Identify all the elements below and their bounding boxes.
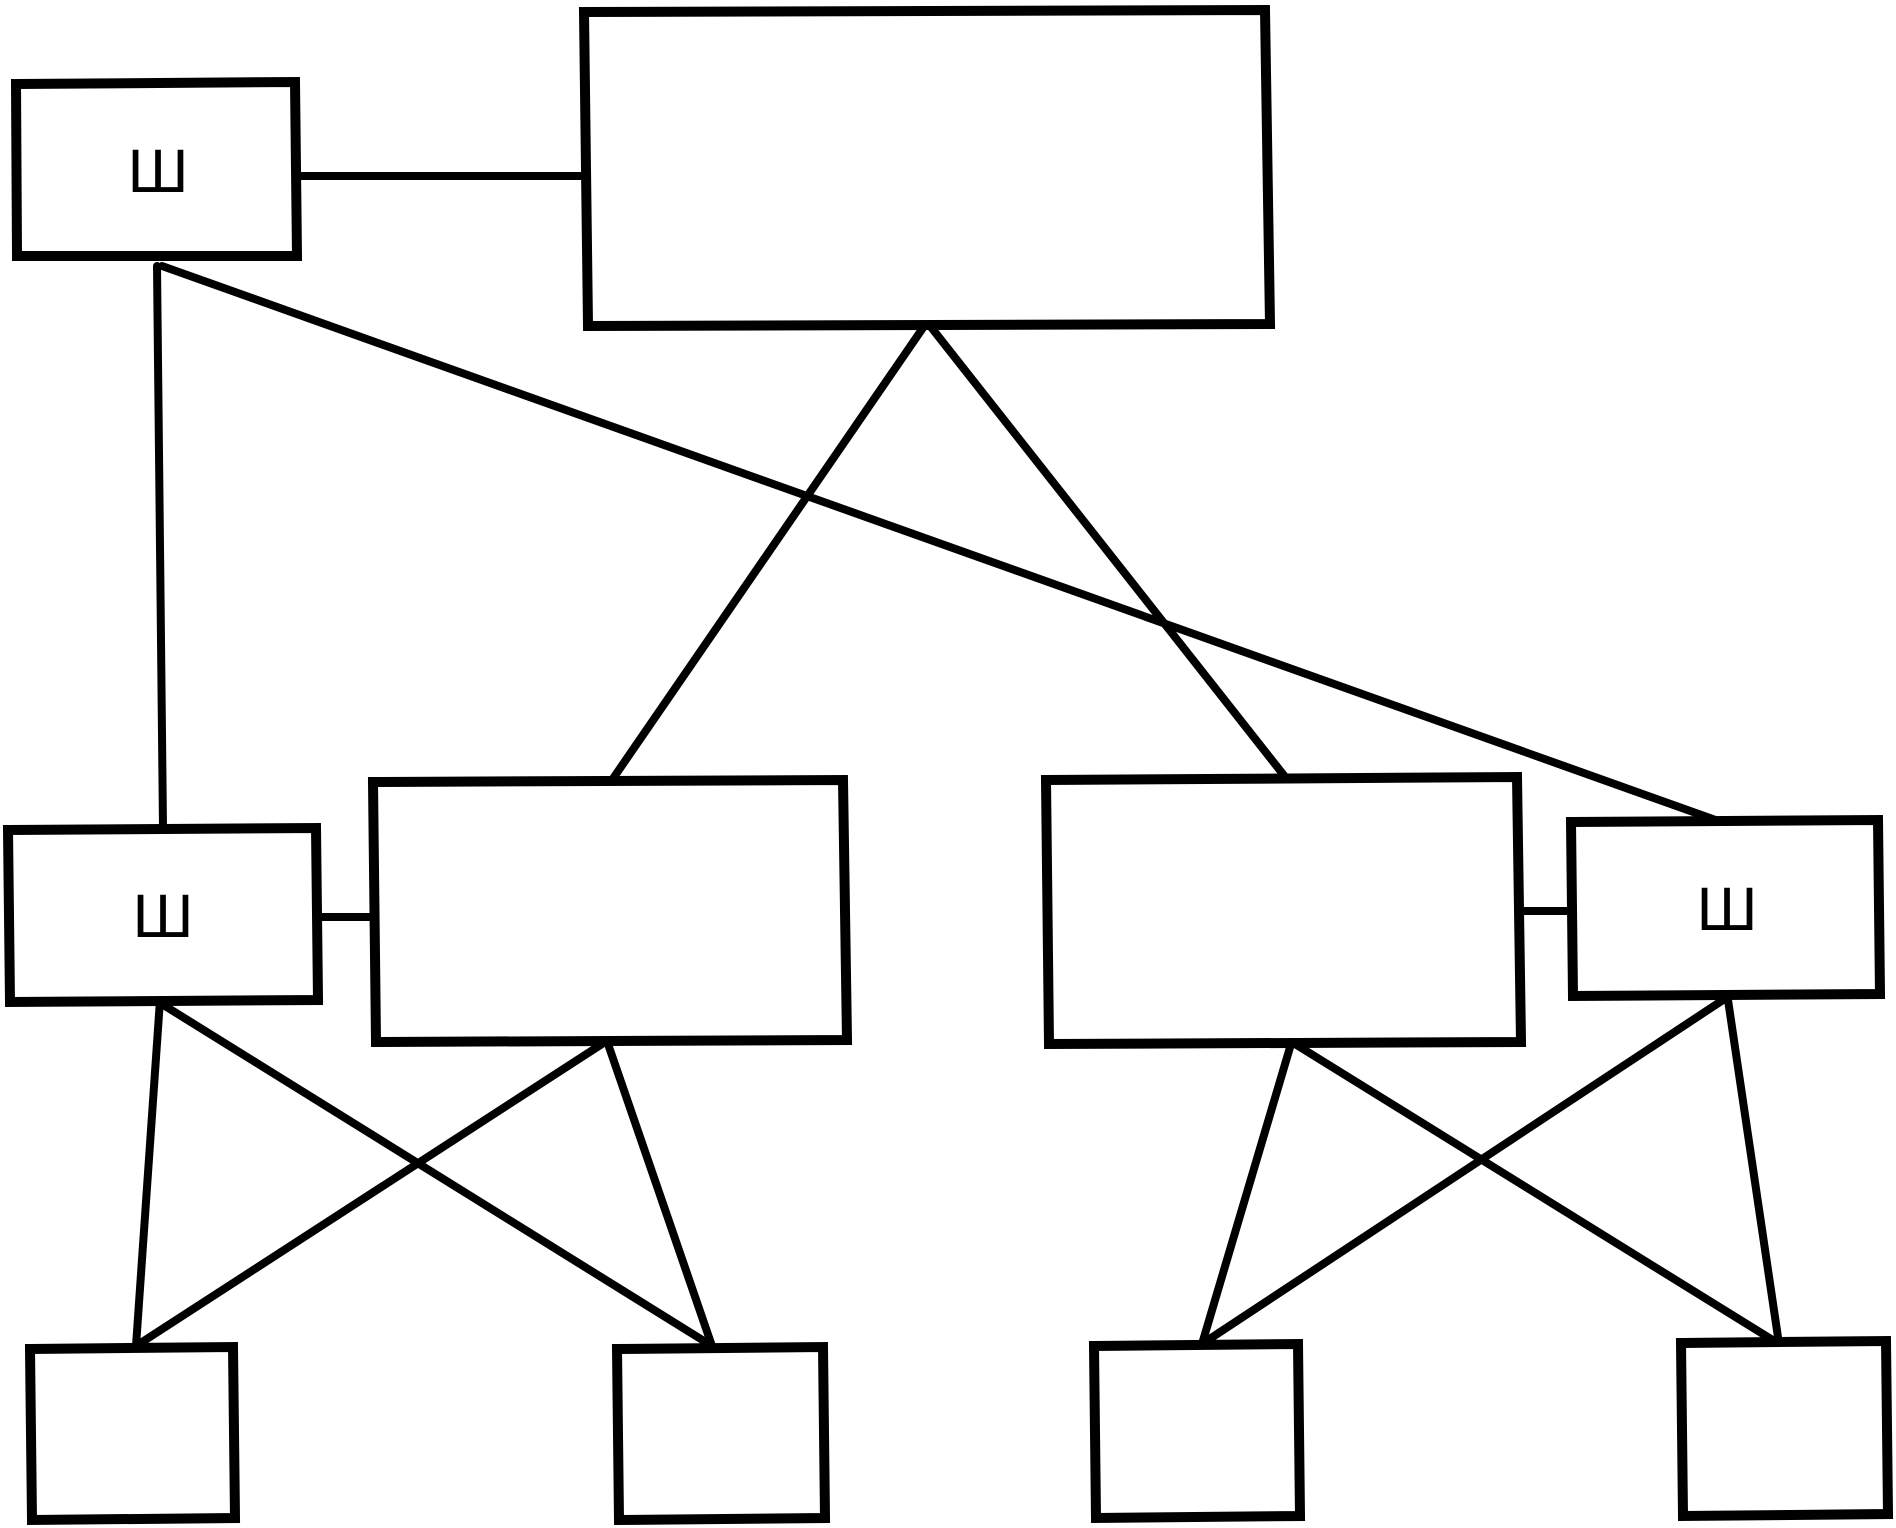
edge-midcenterright-leaf4 — [1291, 1040, 1783, 1348]
leaf-2-box — [611, 1341, 831, 1526]
nodes: Ш Ш Ш — [2, 4, 1894, 1526]
mid-right-box-label: Ш — [1696, 876, 1758, 944]
edge-topleft-midright — [158, 262, 1742, 832]
mid-left-box — [2, 822, 324, 1008]
mid-center-left-box — [367, 774, 853, 1048]
top-left-box — [10, 76, 303, 261]
edge-root-midcenterleft — [608, 318, 931, 784]
root-box — [578, 4, 1276, 332]
mid-right-box — [1565, 814, 1886, 1002]
edge-midcenterleft-leaf2 — [604, 1040, 716, 1350]
edge-topleft-midleft — [153, 262, 167, 832]
leaf-3-box — [1088, 1338, 1306, 1524]
edge-root-midcenterright — [923, 318, 1290, 782]
leaf-1-box — [24, 1341, 241, 1526]
mid-center-right-box — [1040, 771, 1527, 1050]
edge-midleft-leaf1 — [132, 996, 164, 1350]
edge-midleft-leaf2 — [161, 1002, 716, 1350]
connectors — [132, 172, 1783, 1350]
edge-midright-leaf4 — [1724, 996, 1783, 1348]
edge-midright-leaf3 — [1198, 996, 1727, 1348]
edge-midcenterright-leaf3 — [1198, 1040, 1295, 1348]
mid-left-box-label: Ш — [132, 883, 194, 951]
edge-midcenterleft-leaf1 — [132, 1040, 606, 1350]
top-left-box-label: Ш — [127, 138, 189, 206]
leaf-4-box — [1675, 1335, 1894, 1522]
